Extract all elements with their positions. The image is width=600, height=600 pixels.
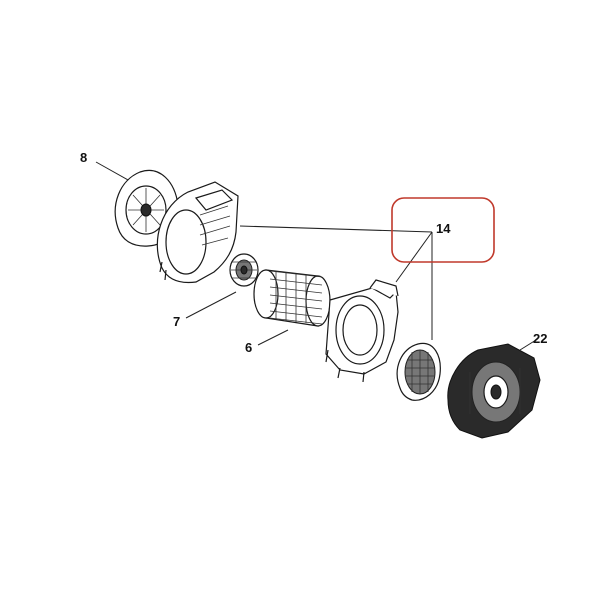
part-14-filter-disc[interactable] [396, 342, 441, 401]
callout-8: 8 [80, 150, 87, 165]
leader-22 [519, 339, 537, 351]
callout-22: 22 [533, 331, 547, 346]
leader-14-housing [239, 225, 433, 233]
leader-14-plate [395, 231, 433, 283]
leader-8 [95, 161, 129, 181]
callout-7: 7 [173, 314, 180, 329]
part-7-motor[interactable] [229, 253, 259, 287]
part-6-impeller[interactable] [253, 269, 331, 327]
blower-housing[interactable] [156, 181, 239, 284]
leader-7 [185, 291, 237, 319]
callout-14: 14 [436, 221, 451, 236]
leader-6 [257, 329, 289, 346]
callout-6: 6 [245, 340, 252, 355]
blower-back-plate[interactable] [325, 279, 399, 383]
part-22-carbon-filter[interactable] [447, 343, 541, 439]
highlight-box-14 [391, 197, 495, 263]
leader-lines [95, 161, 537, 351]
